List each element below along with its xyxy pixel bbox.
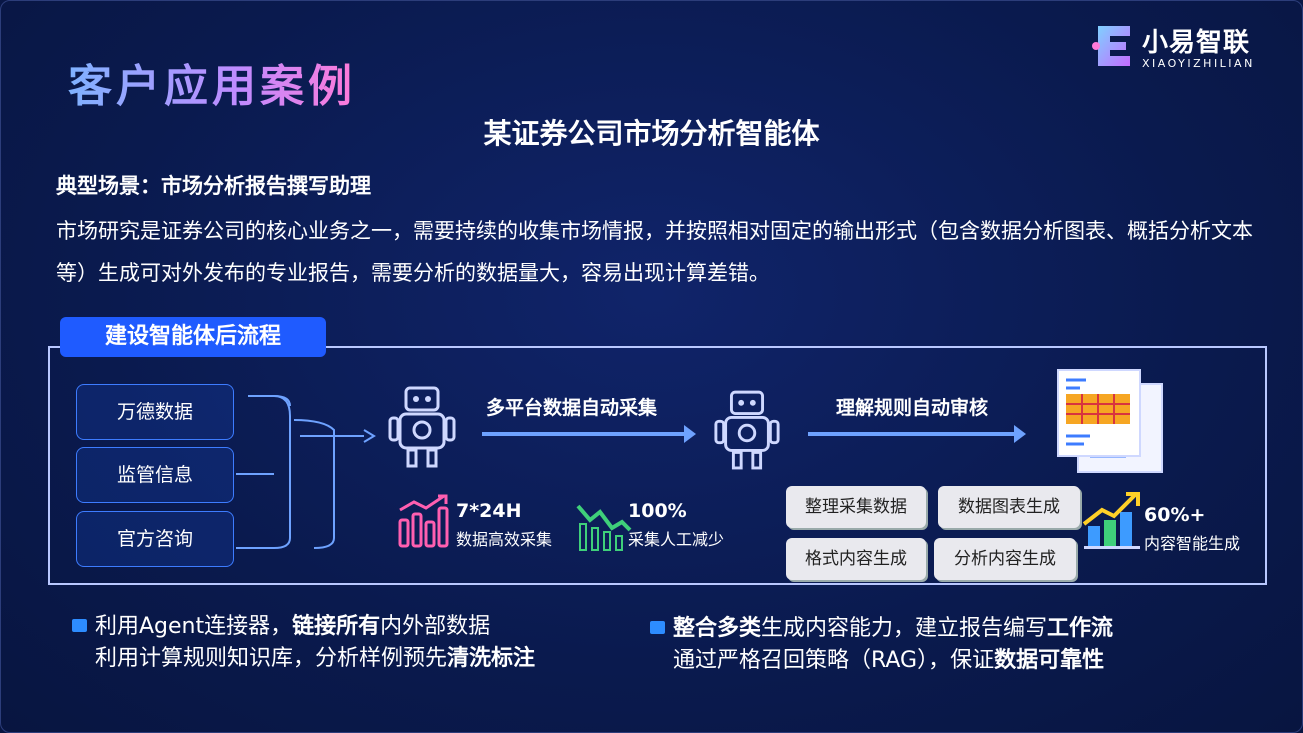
bullet-emphasis: 整合多类 [673,616,762,641]
chip-analysis-generation: 分析内容生成 [934,538,1076,580]
source-wind-data: 万德数据 [76,384,234,440]
bullet-text: 利用Agent连接器， [95,614,293,639]
bullet-left-1: 利用Agent连接器，链接所有内外部数据 [72,610,490,644]
flow-box [48,346,1267,585]
bullet-text: 内外部数据 [380,614,491,639]
bullet-square-icon [72,618,87,632]
bullet-left-2: 利用计算规则知识库，分析样例预先清洗标注 [95,642,535,676]
bullet-right-2: 通过严格召回策略（RAG），保证数据可靠性 [673,644,1104,678]
bar-chart-up-icon [398,494,449,548]
bullet-square-icon [650,620,665,634]
step-collect-arrow [482,425,696,443]
chip-format-generation: 格式内容生成 [786,538,926,580]
bullet-text: 生成内容能力，建立报告编写 [761,616,1048,641]
bullet-emphasis: 链接所有 [292,614,381,639]
bullet-text: 通过严格召回策略（RAG），保证 [673,648,995,673]
stat-labor-value: 100% [628,500,687,522]
source-regulatory-info: 监管信息 [76,447,234,503]
brand-logo: 小易智联 XIAOYIZHILIAN [1092,22,1255,70]
case-subtitle: 某证券公司市场分析智能体 [483,117,820,150]
bullet-emphasis: 数据可靠性 [994,648,1105,673]
step-review-arrow [808,425,1026,443]
bullet-right-1: 整合多类生成内容能力，建立报告编写工作流 [650,612,1113,646]
bullet-emphasis: 工作流 [1047,616,1114,641]
source-merge-connector [236,395,376,549]
report-document-icon [1057,369,1163,473]
source-official-consult: 官方咨询 [76,511,234,567]
chip-chart-generation: 数据图表生成 [938,486,1080,528]
flow-tag: 建设智能体后流程 [60,317,326,357]
logo-name-en: XIAOYIZHILIAN [1142,57,1255,70]
growth-chart-icon [1082,492,1140,549]
stat-content-value: 60%+ [1144,504,1206,526]
bullet-emphasis: 清洗标注 [447,646,536,671]
case-description: 市场研究是证券公司的核心业务之一，需要持续的收集市场情报，并按照相对固定的输出形… [56,219,1253,285]
page-title: 客户应用案例 [68,50,356,114]
scenario-heading: 典型场景：市场分析报告撰写助理 [56,174,371,198]
step-collect-label: 多平台数据自动采集 [486,397,658,419]
logo-e-icon [1092,26,1130,66]
stat-labor-label: 采集人工减少 [628,530,725,549]
robot-reviewer-icon [714,390,780,470]
stat-content-label: 内容智能生成 [1144,534,1241,553]
stat-collect-label: 数据高效采集 [456,530,553,549]
step-review-label: 理解规则自动审核 [836,397,989,419]
decline-chart-icon [576,504,632,551]
robot-icon [388,386,456,468]
stat-collect-value: 7*24H [456,500,522,522]
bullet-text: 利用计算规则知识库，分析样例预先 [95,646,448,671]
chip-organize-data: 整理采集数据 [786,486,926,528]
logo-name-cn: 小易智联 [1142,28,1251,58]
